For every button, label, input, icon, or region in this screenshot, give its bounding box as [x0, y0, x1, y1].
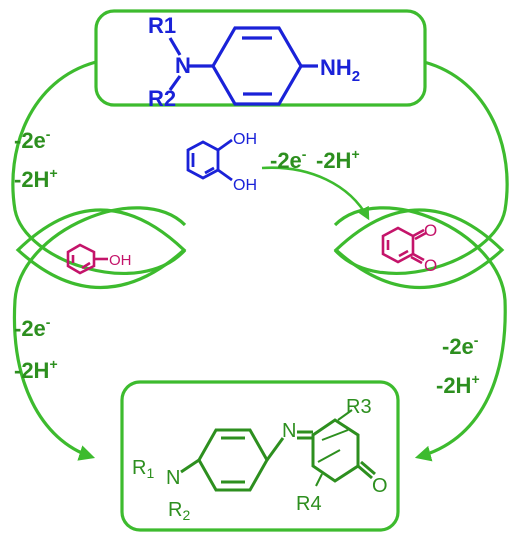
catechol-structure — [186, 138, 233, 182]
quinone-structure — [381, 226, 427, 265]
product-n-label: N — [166, 467, 180, 489]
r1-label: R1 — [148, 13, 176, 38]
left-lower-label-h: -2H+ — [14, 356, 58, 383]
quinone-o-top: O — [424, 221, 437, 240]
reactant-box — [94, 9, 427, 107]
left-lower-label-e: -2e- — [14, 314, 51, 341]
imine-n-label: N — [282, 420, 296, 442]
phenol-lens — [15, 208, 187, 289]
catechol-oxidation-arrow — [261, 166, 370, 221]
product-r1-label: R1 — [132, 457, 154, 481]
quinoid-ring — [311, 418, 360, 483]
nh2-label: NH2 — [320, 55, 360, 85]
r2-label: R2 — [148, 86, 176, 111]
product-structure — [180, 409, 376, 492]
product-r2-label: R2 — [168, 499, 190, 523]
right-lower-label-e: -2e- — [442, 332, 479, 359]
carbonyl-o-label: O — [372, 475, 388, 497]
right-lower-label-h: -2H+ — [436, 371, 480, 398]
quinone-o-bottom: O — [424, 256, 437, 275]
center-label-e: -2e- — [270, 146, 307, 173]
phenol-oh: OH — [109, 252, 132, 269]
left-upper-label-h: -2H+ — [14, 165, 58, 192]
right-down-arrow — [333, 206, 507, 462]
center-label-h: -2H+ — [316, 146, 360, 173]
r3-label: R3 — [346, 396, 372, 418]
diamine-structure — [168, 26, 318, 106]
product-box — [120, 380, 400, 532]
left-loop-curve — [11, 60, 187, 275]
pathway-curves — [11, 60, 509, 462]
phenol-structure — [66, 243, 108, 275]
right-loop-curve — [333, 60, 509, 275]
catechol-oh-bottom: OH — [233, 177, 257, 194]
left-down-arrow — [12, 206, 187, 461]
catechol-oh-top: OH — [233, 131, 257, 148]
r4-label: R4 — [296, 493, 322, 515]
quinone-lens — [333, 208, 505, 289]
left-upper-label-e: -2e- — [14, 126, 51, 153]
amine-n-label: N — [175, 53, 191, 78]
